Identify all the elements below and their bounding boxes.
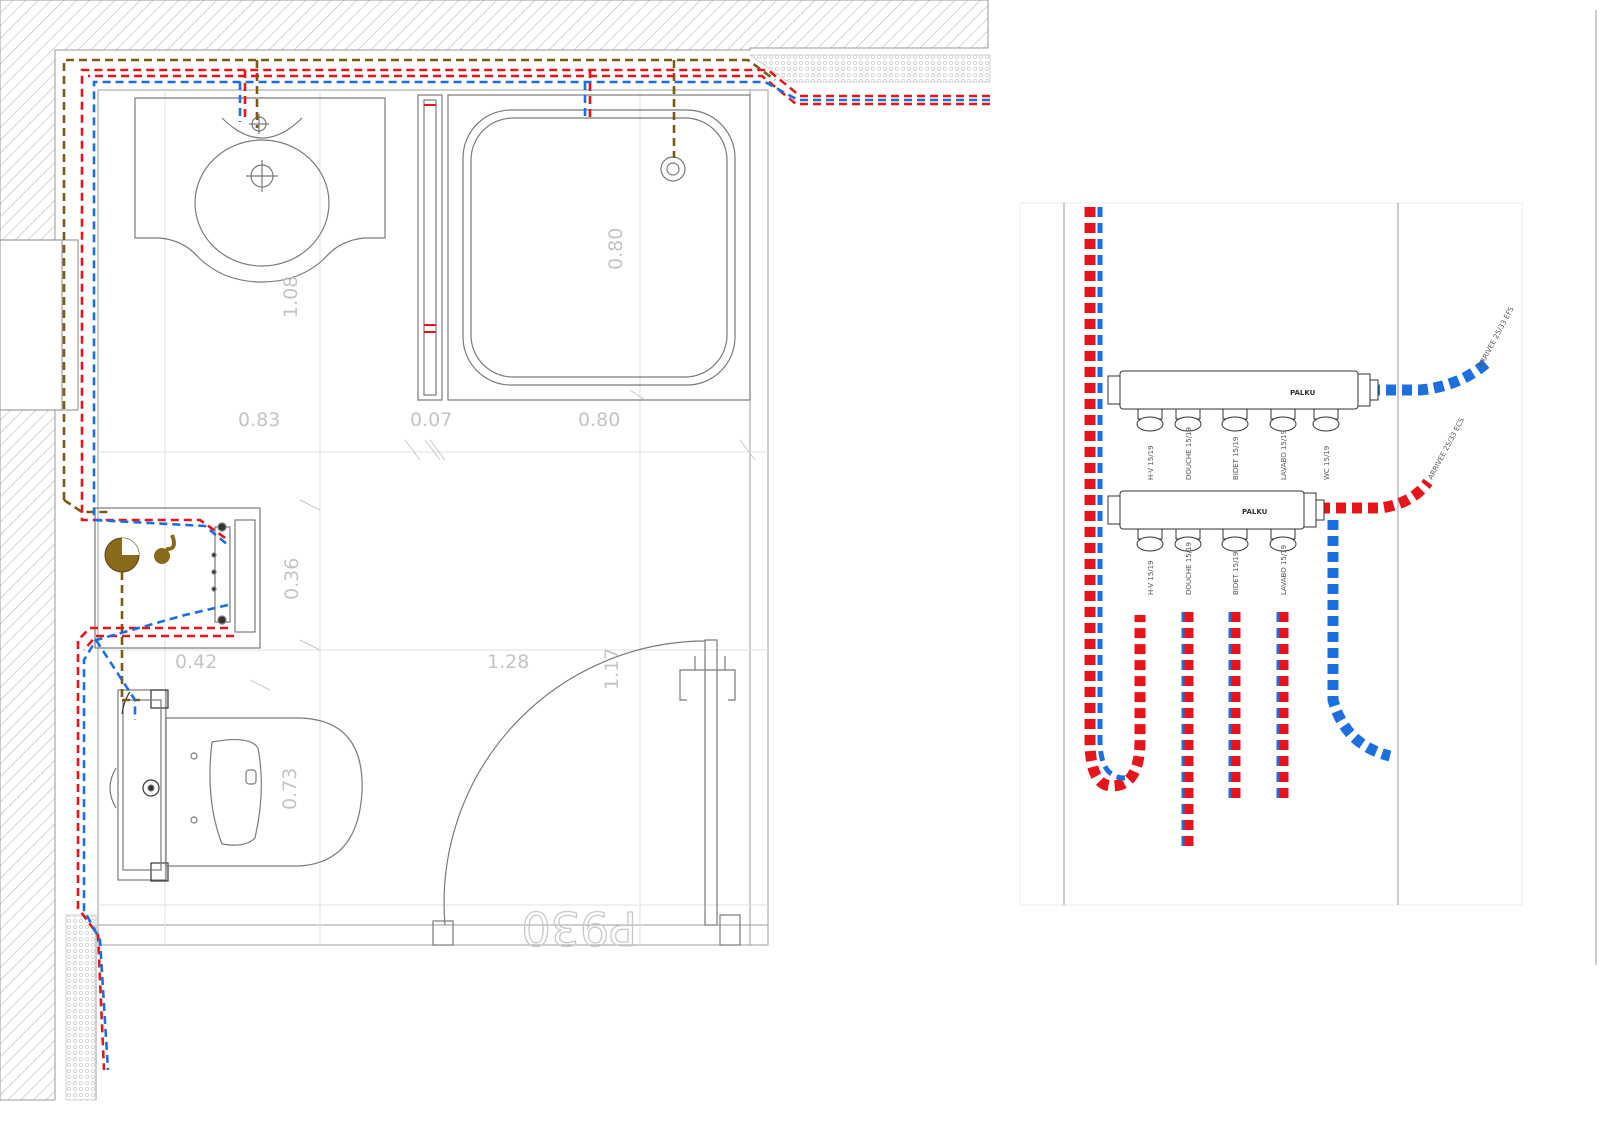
lower-outlet-label-1: H-V 15/19 bbox=[1147, 560, 1155, 595]
outlet-labels: H-V 15/19 DOUCHE 15/19 BIDET 15/19 LAVAB… bbox=[1147, 305, 1516, 595]
manifold-upper-brand: PALKU bbox=[1290, 389, 1316, 397]
dim-boxing-width: 0.42 bbox=[175, 651, 217, 673]
drain-stack-icon bbox=[104, 534, 176, 573]
upper-outlet-label-1: H-V 15/19 bbox=[1147, 445, 1155, 480]
dim-partition: 0.07 bbox=[410, 409, 452, 431]
lower-outlet-label-3: BIDET 15/19 bbox=[1232, 552, 1240, 595]
hot-supply-label: ARRIVEE 25/33 ECS bbox=[1427, 416, 1467, 481]
cold-supply-riser bbox=[1097, 207, 1126, 781]
upper-outlet-label-2: DOUCHE 15/19 bbox=[1185, 427, 1193, 480]
lower-outlet-valves bbox=[1136, 528, 1297, 552]
toilet bbox=[109, 689, 363, 882]
manifold-lower: PALKU bbox=[1107, 490, 1325, 552]
insulation-top bbox=[748, 54, 991, 83]
manifold-lower-brand: PALKU bbox=[1242, 508, 1268, 516]
insulation-left bbox=[65, 914, 97, 1101]
dim-sink-zone-width: 0.83 bbox=[238, 409, 280, 431]
cold-return bbox=[1327, 520, 1392, 762]
hot-pipe-main bbox=[80, 68, 990, 542]
dim-open-area-width: 1.28 bbox=[487, 651, 529, 673]
cold-pipe-main bbox=[92, 80, 990, 547]
upper-outlet-label-4: LAVABO 15/19 bbox=[1280, 430, 1288, 480]
dim-sink-zone-depth: 1.08 bbox=[280, 276, 302, 318]
window-opening bbox=[0, 239, 79, 411]
dim-boxing-height: 0.36 bbox=[281, 558, 303, 600]
bathroom-floor-plan: 0.83 0.07 0.80 0.80 1.08 0.36 0.42 1.28 … bbox=[0, 0, 991, 1101]
lower-outlet-label-4: LAVABO 15/19 bbox=[1280, 545, 1288, 595]
manifold-upper: PALKU bbox=[1107, 370, 1379, 432]
dim-wc-depth: 0.73 bbox=[279, 768, 301, 810]
hot-incoming bbox=[1320, 478, 1433, 514]
upper-outlet-label-5: WC 15/19 bbox=[1323, 446, 1331, 480]
cold-supply-label: ARRIVEE 25/33 EFS bbox=[1477, 305, 1516, 369]
lower-outlet-label-2: DOUCHE 15/19 bbox=[1185, 542, 1193, 595]
dim-shower-depth: 0.80 bbox=[605, 228, 627, 270]
shower bbox=[417, 94, 751, 401]
cold-incoming bbox=[1370, 355, 1494, 396]
upper-outlet-label-3: BIDET 15/19 bbox=[1232, 437, 1240, 480]
washbasin bbox=[134, 97, 386, 283]
dim-door-leaf: 1.17 bbox=[601, 648, 623, 690]
dim-shower-width: 0.80 bbox=[578, 409, 620, 431]
pipe-runs bbox=[62, 58, 990, 1071]
drain-pipe-top bbox=[62, 58, 776, 500]
dimension-annotations: 0.83 0.07 0.80 0.80 1.08 0.36 0.42 1.28 … bbox=[175, 228, 756, 956]
hot-supply-riser bbox=[1084, 207, 1146, 792]
door bbox=[432, 639, 741, 946]
pipe-boxing bbox=[94, 507, 261, 649]
walls bbox=[0, 0, 991, 1101]
room-code-label: P930 bbox=[521, 901, 637, 955]
manifold-detail: PALKU PALKU H-V 15/19 DOUCHE 15/19 BIDET… bbox=[1019, 10, 1597, 965]
construction-lines bbox=[98, 90, 768, 945]
upper-outlet-valves bbox=[1136, 408, 1340, 432]
